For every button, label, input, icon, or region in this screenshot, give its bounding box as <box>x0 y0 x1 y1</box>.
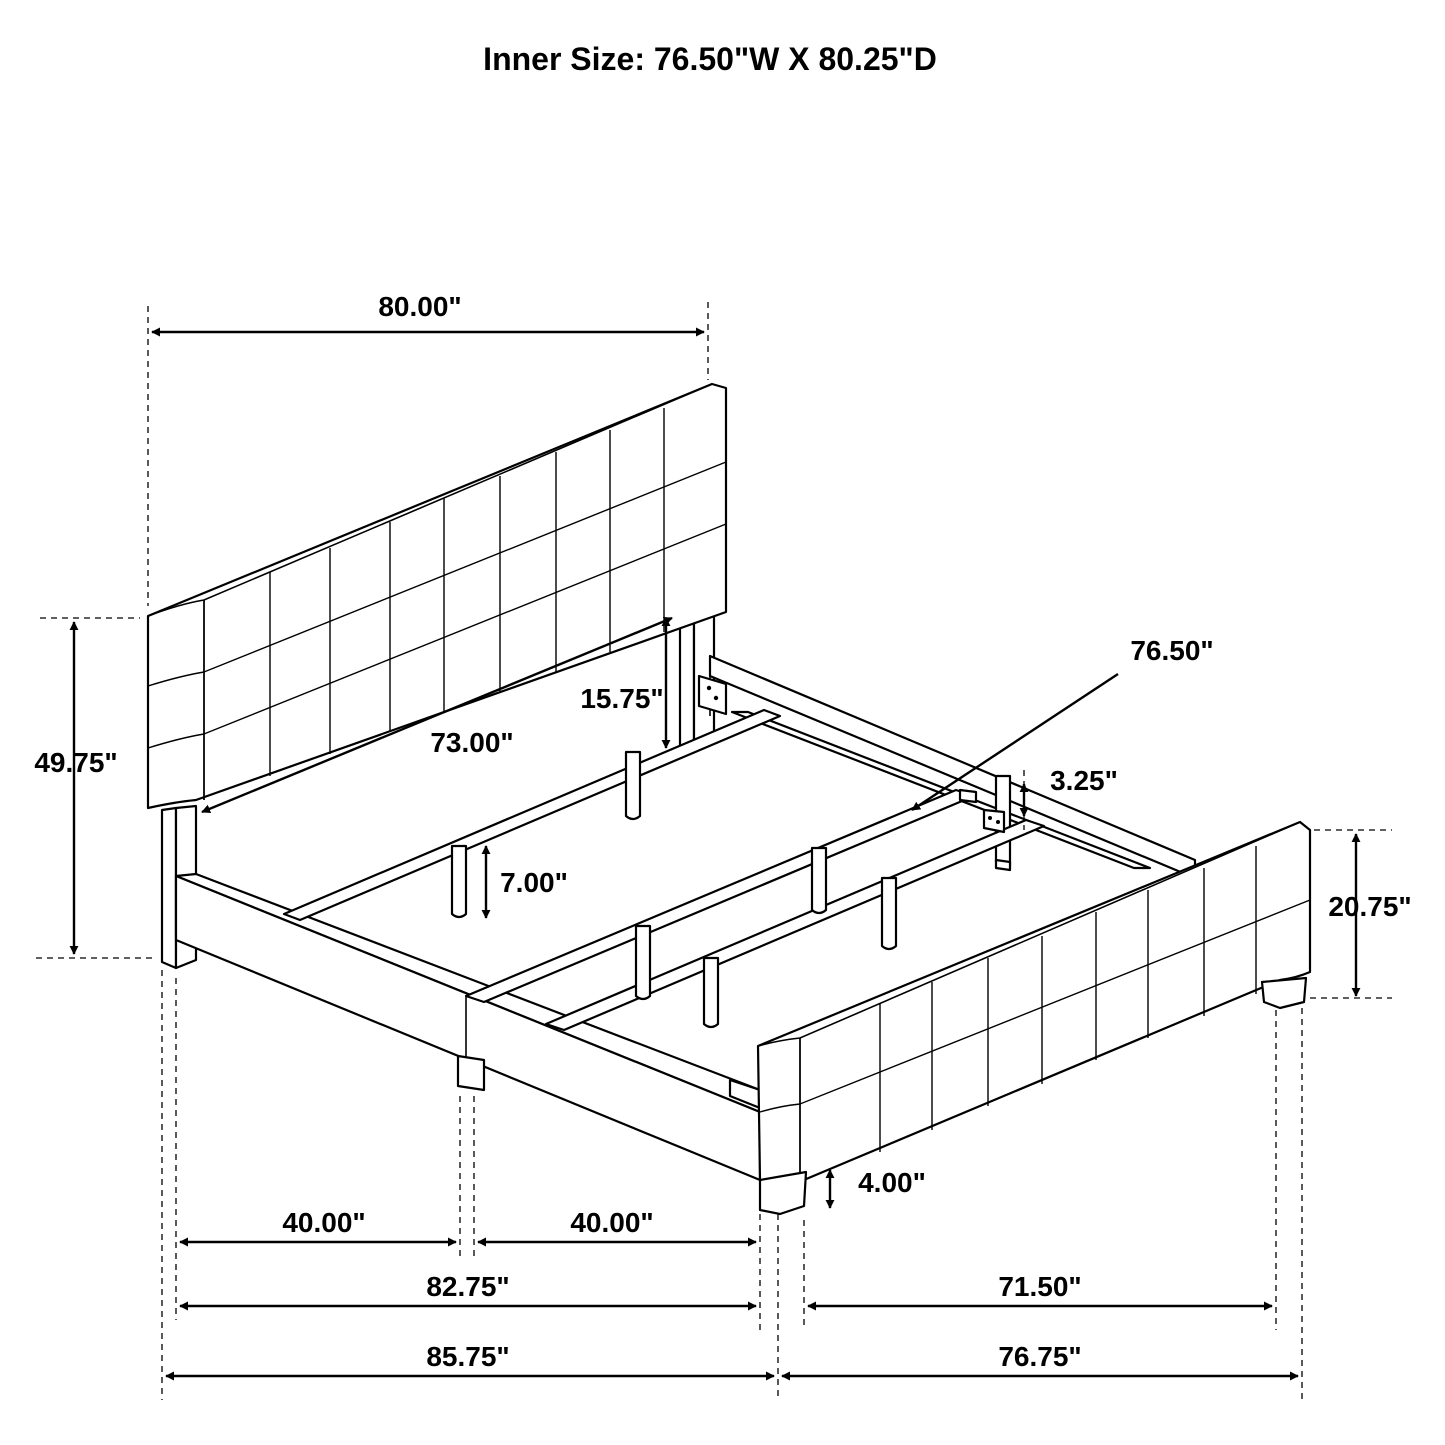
dim-center-leg-height: 7.00" <box>500 867 568 898</box>
dim-headboard-gap: 15.75" <box>580 683 663 714</box>
support-legs <box>450 750 898 1092</box>
bed-drawing <box>146 382 1312 1216</box>
dim-rail-height: 3.25" <box>1050 765 1118 796</box>
page-title: Inner Size: 76.50"W X 80.25"D <box>483 41 937 77</box>
dim-footboard-inner-width: 71.50" <box>998 1271 1081 1302</box>
dim-headboard-height: 49.75" <box>34 747 117 778</box>
dim-footboard-height: 20.75" <box>1328 891 1411 922</box>
dim-headboard-width: 80.00" <box>378 291 461 322</box>
dim-inner-width: 76.50" <box>1130 635 1213 666</box>
dim-half-length-right: 40.00" <box>570 1207 653 1238</box>
footboard <box>756 820 1312 1216</box>
dim-half-length-left: 40.00" <box>282 1207 365 1238</box>
footboard-tufting <box>759 846 1311 1186</box>
dim-side-rail-length: 82.75" <box>426 1271 509 1302</box>
dim-overall-width: 76.75" <box>998 1341 1081 1372</box>
dimension-lines: 80.00" 49.75" 15.75" 73.00" 76.50" 3.25"… <box>34 291 1412 1400</box>
dim-front-leg-height: 4.00" <box>858 1167 926 1198</box>
dim-inner-length: 73.00" <box>430 727 513 758</box>
slat-brackets <box>958 788 1006 834</box>
right-side-rail <box>708 654 1197 880</box>
rail-bracket <box>697 674 728 716</box>
dim-overall-length: 85.75" <box>426 1341 509 1372</box>
